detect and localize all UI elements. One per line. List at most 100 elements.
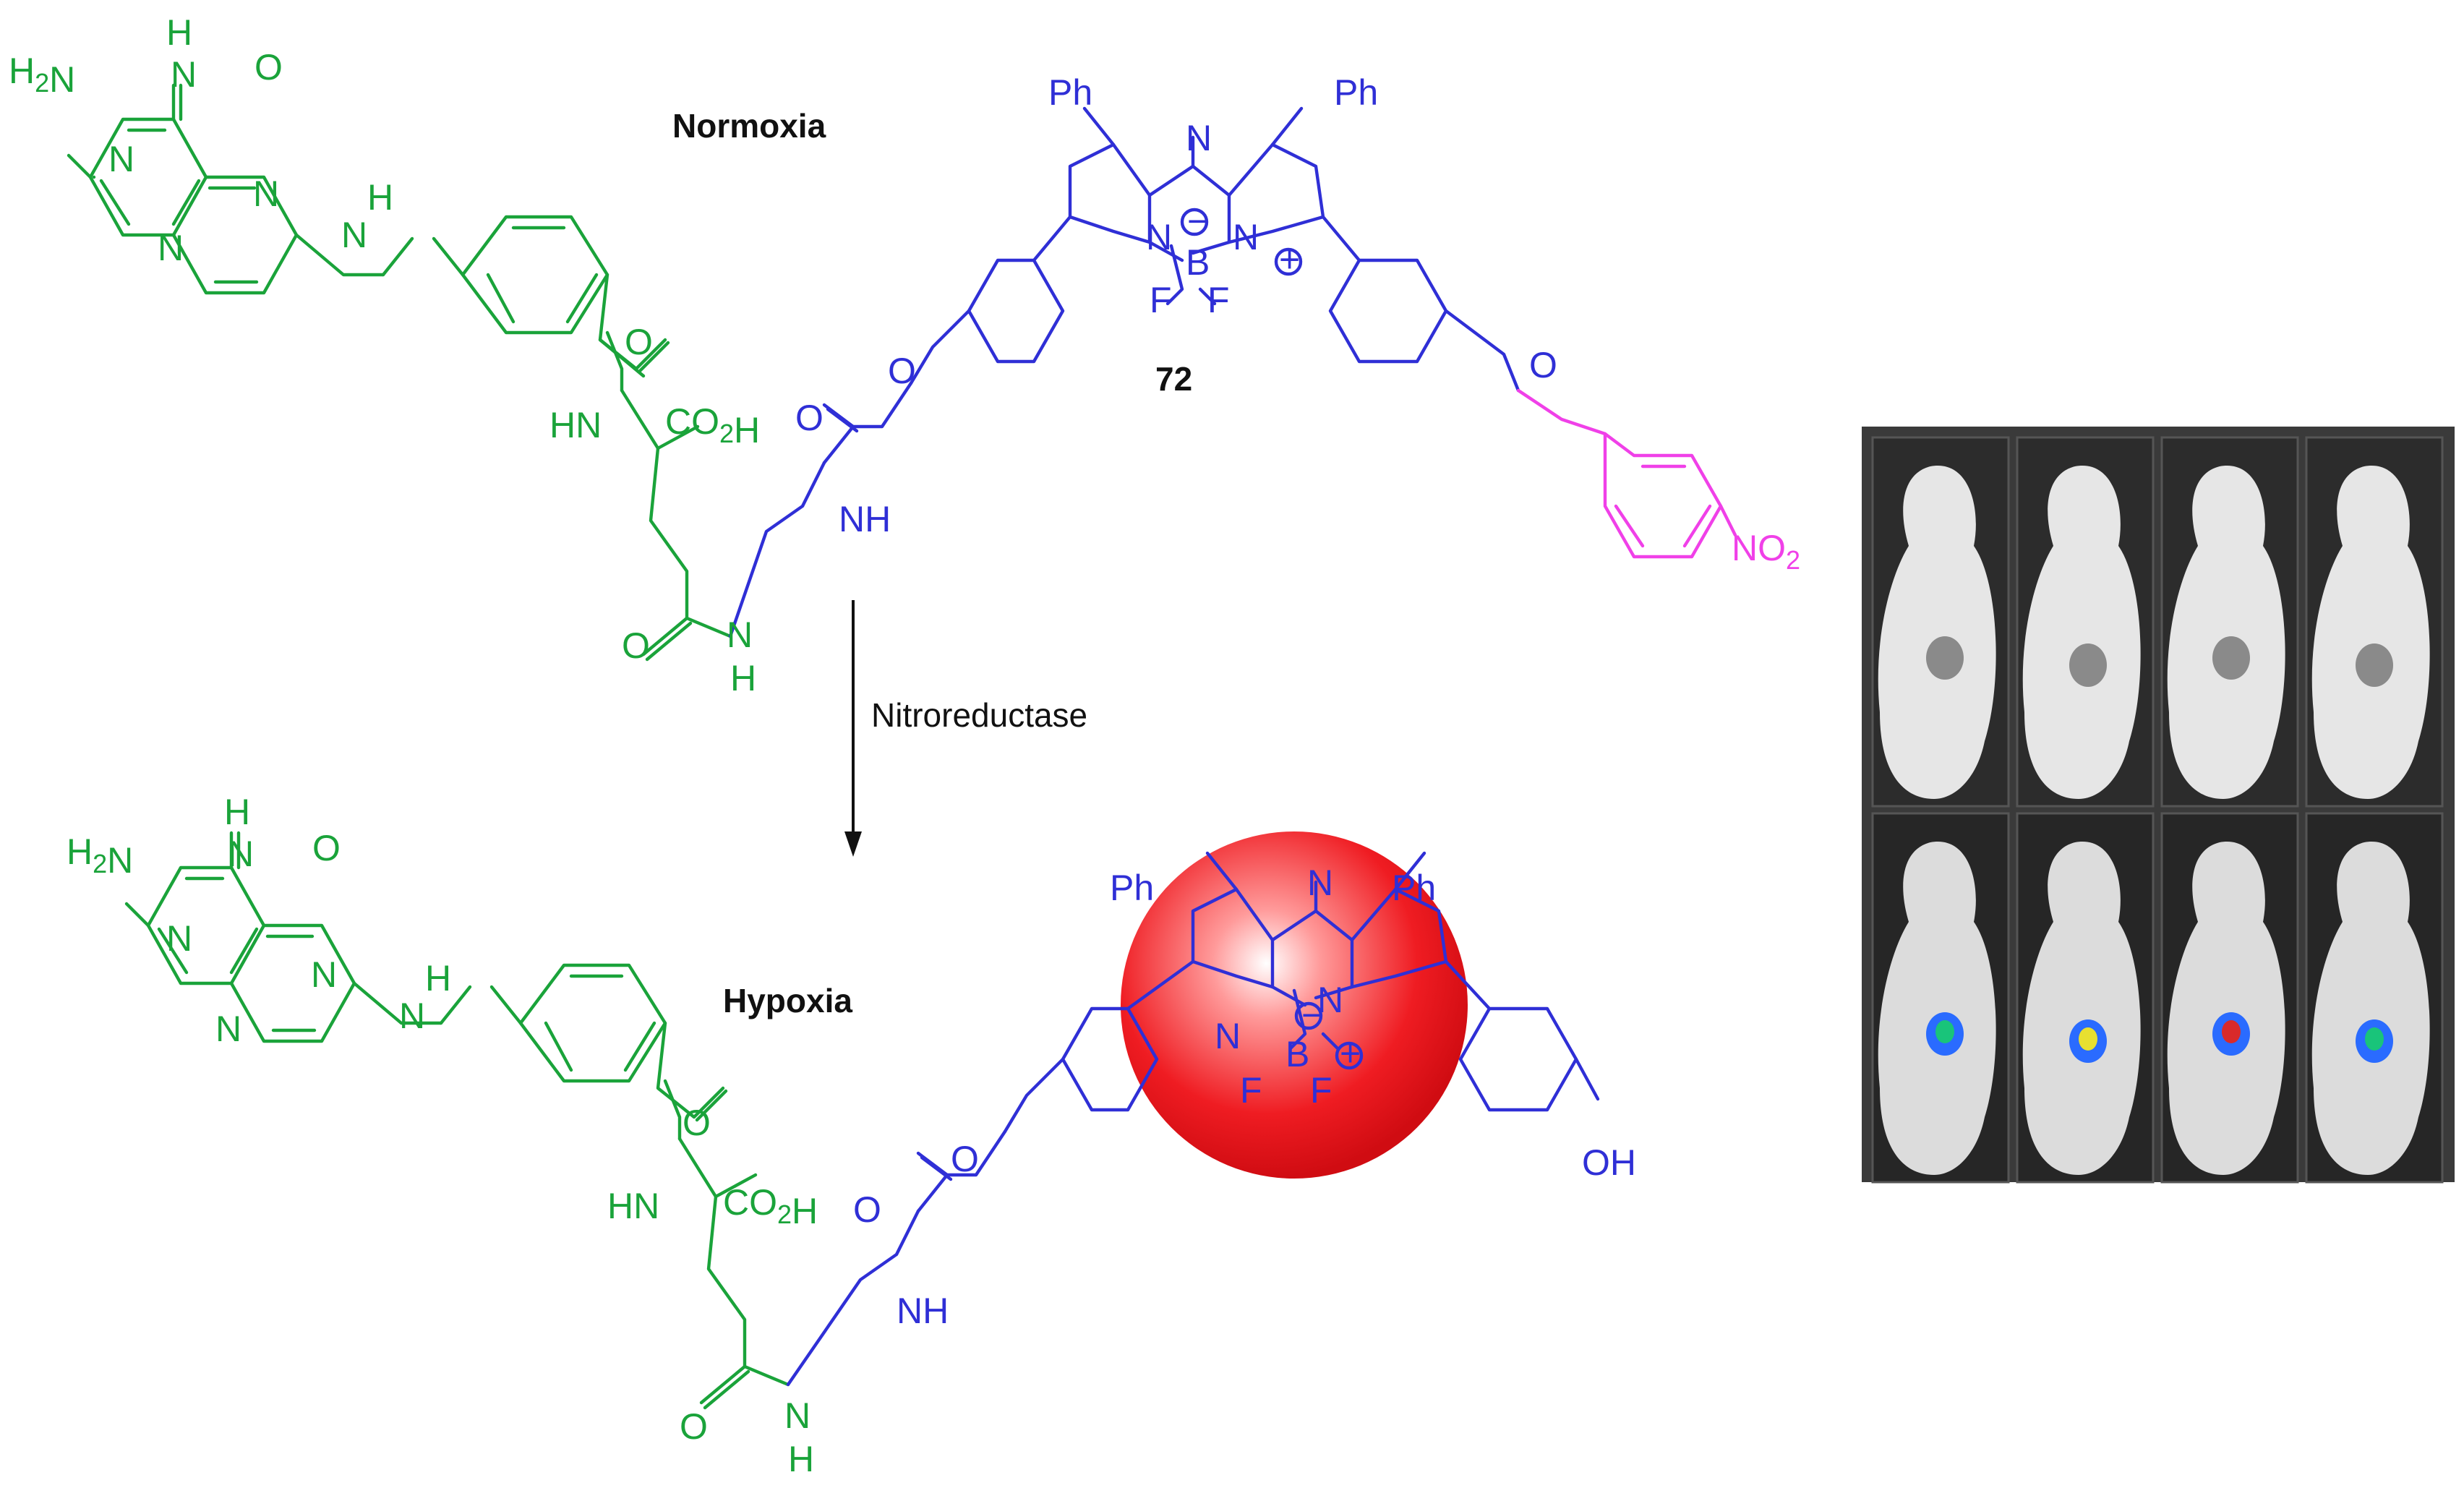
reaction-agent-label: Nitroreductase: [871, 696, 1087, 734]
atom-h: H: [730, 658, 756, 698]
atom-n: N: [727, 615, 753, 655]
boron-label: B: [1186, 242, 1210, 283]
amide-nh-label: HN: [549, 405, 602, 445]
activated-probe: Hypoxia H2N H N O N N N H N O HN CO2H O …: [67, 792, 1636, 1479]
mouse-body: [2022, 466, 2141, 799]
hypoxia-label: Hypoxia: [723, 982, 852, 1019]
positive-charge-marker: [1274, 247, 1303, 276]
negative-charge-marker: [1294, 1001, 1323, 1030]
atom-n: N: [253, 174, 279, 214]
tumor-site: [2069, 643, 2107, 687]
carboxylic-acid-label: CO2H: [665, 401, 760, 450]
mouse-body: [1878, 842, 1996, 1175]
amine-label: H2N: [67, 831, 133, 881]
mouse-image-white-light: [2160, 436, 2299, 808]
atom-n: N: [1215, 1016, 1241, 1056]
mouse-grid: [1871, 436, 2444, 1184]
atom-n: N: [215, 1009, 241, 1049]
fluorine-label: F: [1150, 280, 1172, 320]
normoxia-label: Normoxia: [672, 107, 826, 145]
tumor-site: [2212, 636, 2250, 680]
mouse-body: [2022, 842, 2141, 1175]
folate-moiety-bottom: [124, 831, 790, 1410]
fluorine-label: F: [1310, 1070, 1332, 1111]
mouse-body: [1878, 466, 1996, 799]
aza-bodipy-core-bottom: [786, 851, 1600, 1387]
atom-h: H: [224, 792, 250, 832]
compound-72: Normoxia 72 H2N H N O N N N H N O HN CO2…: [9, 12, 1800, 698]
amide-nh-label: NH: [839, 499, 891, 539]
amine-label: H2N: [9, 51, 75, 100]
atom-o: O: [622, 625, 650, 666]
atom-o: O: [1529, 345, 1557, 385]
fluorescence-hotspot: [1935, 1020, 1954, 1043]
phenyl-label: Ph: [1110, 868, 1154, 908]
atom-n: N: [228, 834, 254, 874]
arrow-head: [844, 831, 862, 857]
atom-o: O: [853, 1189, 881, 1230]
atom-o: O: [951, 1139, 979, 1179]
atom-h: H: [788, 1439, 814, 1479]
compound-number: 72: [1155, 360, 1192, 398]
atom-n: N: [108, 139, 134, 179]
atom-o: O: [683, 1103, 711, 1143]
fluorescence-hotspot: [2222, 1020, 2241, 1043]
in-vivo-imaging-panel: [1862, 427, 2455, 1184]
atom-h: H: [425, 958, 451, 998]
folate-moiety-top: [67, 83, 732, 662]
atom-n: N: [1233, 217, 1259, 257]
mouse-image-fluorescence: [2305, 812, 2444, 1184]
mouse-body: [2167, 842, 2285, 1175]
charge-minus: −: [1187, 201, 1208, 241]
atom-n: N: [341, 215, 367, 255]
amide-nh-label: NH: [897, 1291, 949, 1331]
atom-n: N: [1307, 863, 1333, 903]
atom-n: N: [1186, 118, 1212, 158]
phenyl-label: Ph: [1392, 868, 1436, 908]
atom-o: O: [680, 1406, 708, 1447]
fluorescence-hotspot: [2079, 1027, 2097, 1051]
atom-o: O: [888, 351, 916, 391]
atom-o: O: [254, 47, 283, 87]
atom-n: N: [171, 54, 197, 95]
nitro-group-label: NO2: [1732, 528, 1800, 575]
hydroxyl-label: OH: [1582, 1142, 1636, 1183]
aza-bodipy-core-top: [728, 106, 1737, 638]
atom-h: H: [367, 177, 393, 218]
atom-o: O: [795, 398, 824, 438]
fluorine-label: F: [1240, 1070, 1262, 1111]
mouse-image-fluorescence: [1871, 812, 2010, 1184]
mouse-body: [2167, 466, 2285, 799]
atom-n: N: [166, 918, 192, 959]
amide-nh-label: HN: [607, 1186, 659, 1226]
positive-charge-marker: [1335, 1041, 1364, 1070]
mouse-body: [2311, 466, 2430, 799]
boron-label: B: [1286, 1034, 1309, 1074]
reaction-arrow: Nitroreductase: [844, 600, 1087, 857]
phenyl-label: Ph: [1334, 72, 1378, 113]
atom-h: H: [166, 12, 192, 53]
mouse-image-white-light: [2016, 436, 2155, 808]
mouse-image-fluorescence: [2016, 812, 2155, 1184]
negative-charge-marker: [1180, 208, 1209, 236]
atom-n: N: [158, 228, 184, 268]
tumor-site: [1926, 636, 1964, 680]
atom-n: N: [1146, 217, 1172, 257]
carboxylic-acid-label: CO2H: [723, 1182, 818, 1231]
atom-o: O: [625, 322, 653, 362]
charge-minus: −: [1301, 995, 1322, 1035]
phenyl-label: Ph: [1048, 72, 1092, 113]
atom-n: N: [784, 1395, 810, 1436]
mouse-image-fluorescence: [2160, 812, 2299, 1184]
charge-plus: +: [1340, 1033, 1361, 1074]
fluorescence-glow: [1121, 831, 1468, 1179]
tumor-site: [2356, 643, 2393, 687]
atom-n: N: [311, 954, 337, 995]
mouse-image-white-light: [1871, 436, 2010, 808]
mouse-body: [2311, 842, 2430, 1175]
atom-n: N: [399, 996, 425, 1036]
fluorescence-hotspot: [2365, 1027, 2384, 1051]
fluorine-label: F: [1207, 280, 1230, 320]
mouse-image-white-light: [2305, 436, 2444, 808]
